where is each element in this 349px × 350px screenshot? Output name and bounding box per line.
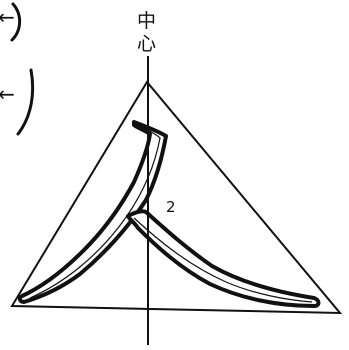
arrow-left-icon: ←	[0, 5, 15, 29]
hint-stroke-curve-top	[10, 2, 22, 42]
stroke-number-label: 2	[166, 198, 176, 216]
stroke-pie-inner	[29, 125, 161, 299]
stroke-na-inner	[133, 217, 313, 303]
arrow-left-icon: ←	[0, 82, 15, 106]
left-hints: ← ←	[0, 2, 35, 136]
hint-stroke-curve-bottom	[16, 68, 35, 136]
stroke-na-outline	[126, 209, 321, 308]
center-label-bottom: 心	[137, 33, 156, 55]
center-label-top: 中	[137, 10, 156, 32]
bounding-triangle	[10, 80, 343, 315]
